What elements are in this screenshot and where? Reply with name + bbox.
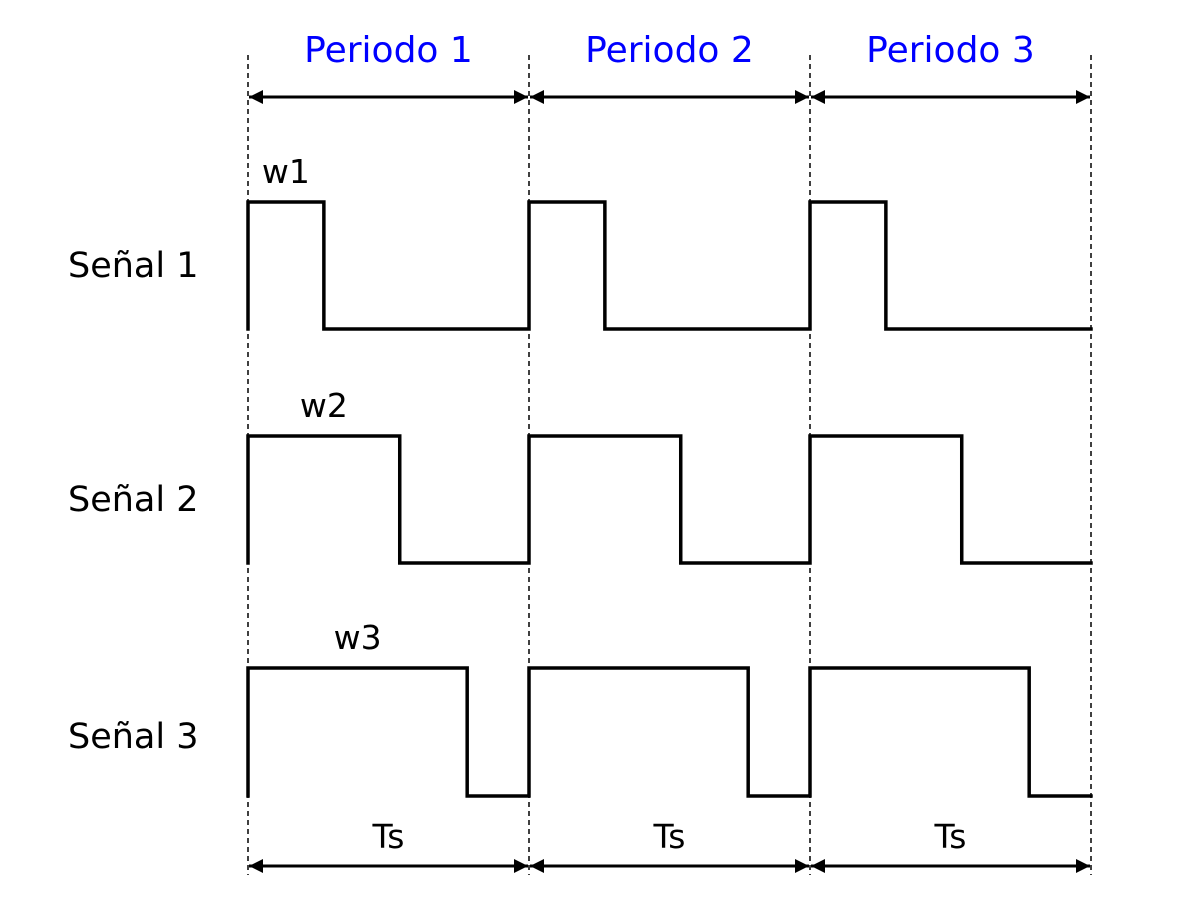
signal-waveform: [246, 434, 1093, 565]
signal-waveform: [246, 666, 1093, 798]
period-label: Periodo 2: [585, 30, 754, 71]
signal-waveforms: [246, 200, 1093, 798]
period-duration-label: Ts: [653, 817, 686, 856]
diagram-labels: Periodo 1 Ts Periodo 2 Ts Periodo 3 Ts Señal 1…: [68, 30, 1035, 856]
signal-name: Señal 2: [68, 480, 199, 520]
pulse-width-label: w2: [300, 386, 348, 425]
period-label: Periodo 1: [304, 30, 473, 71]
period-duration-label: Ts: [372, 817, 405, 856]
signal-waveform: [246, 200, 1093, 331]
pulse-width-label: w1: [262, 152, 310, 191]
signal-name: Señal 3: [68, 717, 199, 757]
period-boundaries: [247, 55, 1092, 875]
period-arrows: [249, 90, 1090, 873]
period-label: Periodo 3: [866, 30, 1035, 71]
signal-name: Señal 1: [68, 246, 199, 286]
period-duration-label: Ts: [934, 817, 967, 856]
pulse-width-label: w3: [334, 618, 382, 657]
